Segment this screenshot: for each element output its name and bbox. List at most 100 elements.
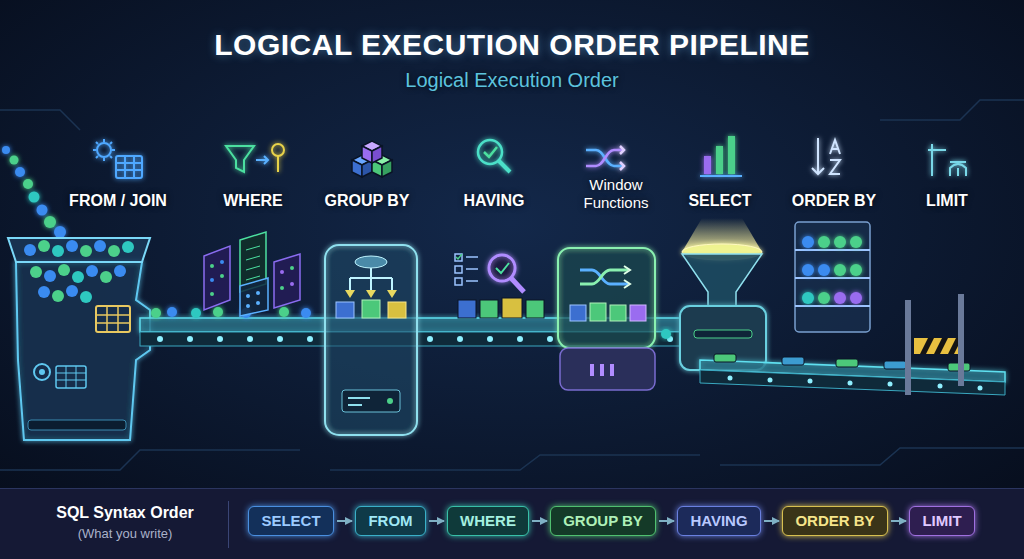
conveyor-rollers-part	[307, 336, 313, 342]
having-cubes	[458, 298, 544, 318]
having-check-part	[455, 266, 462, 273]
group-by-machine-part	[350, 268, 392, 290]
filter-dots-part	[220, 260, 224, 264]
hopper-balls-part	[94, 240, 106, 252]
select-funnel-part	[680, 306, 766, 370]
output-conveyor-part-part	[728, 376, 733, 381]
step-label: LIMIT	[922, 507, 962, 534]
window-machine-part	[624, 266, 630, 288]
window-machine-part	[590, 303, 606, 321]
group-icon-part	[352, 160, 362, 177]
conveyor-rollers-part	[187, 336, 193, 342]
select-funnel-part	[682, 254, 762, 306]
filter-dots	[210, 246, 294, 308]
having-cubes-part	[480, 300, 498, 318]
window-icon-part	[586, 150, 624, 166]
conveyor-balls	[151, 307, 311, 318]
output-conveyor-part	[728, 376, 983, 391]
where-filters-part	[204, 246, 230, 310]
label-wrap: SELECT	[670, 191, 770, 211]
group-by-machine-part	[388, 302, 406, 318]
window-icon-part	[620, 146, 624, 170]
hopper-balls-part	[38, 240, 50, 252]
hopper-balls-part	[108, 245, 120, 257]
stage-label: LIMIT	[902, 191, 992, 211]
where-icon-part	[256, 156, 268, 164]
order-shelf-part-part	[802, 292, 814, 304]
title-wrap: LOGICAL EXECUTION ORDER PIPELINE	[0, 28, 1024, 62]
output-conveyor-part-part	[978, 386, 983, 391]
data-stream-part	[15, 167, 25, 177]
filter-dots-part	[246, 246, 260, 280]
data-stream-part	[29, 192, 40, 203]
output-conveyor-part-part	[938, 384, 943, 389]
order-icon-part	[812, 138, 824, 174]
output-conveyor-part-part	[848, 381, 853, 386]
filter-dots-part	[210, 264, 214, 268]
filter-dots-part	[246, 294, 250, 298]
group-by-machine-part	[348, 398, 370, 405]
hopper-balls-part	[100, 271, 112, 283]
filter-dots-part	[256, 301, 260, 305]
from-hopper-part	[96, 306, 130, 332]
from-hopper-part	[34, 364, 50, 380]
order-icon-part	[830, 140, 840, 154]
having-check-part	[496, 263, 509, 273]
filter-dots-part	[220, 274, 224, 278]
step-label: HAVING	[690, 507, 748, 534]
circuit-traces-part	[720, 448, 1024, 465]
step-label: SELECT	[261, 507, 321, 534]
conveyor-balls-part	[213, 307, 223, 317]
conveyor-rollers-part	[157, 336, 163, 342]
where-icon-part	[272, 144, 284, 156]
from-icon-part	[116, 156, 142, 178]
group-icon-part	[382, 160, 392, 177]
hopper-balls-part	[122, 241, 134, 253]
syntax-step: HAVING	[677, 506, 761, 536]
title: LOGICAL EXECUTION ORDER PIPELINE	[0, 28, 1024, 62]
hopper-balls-part	[114, 265, 126, 277]
group-by-machine-part	[387, 398, 393, 404]
having-cubes-part	[526, 300, 544, 318]
data-stream-part	[10, 156, 19, 165]
stage-label: FROM / JOIN	[48, 191, 188, 211]
hopper-balls-part	[72, 271, 84, 283]
step-label: FROM	[368, 507, 413, 534]
where-filters	[204, 232, 300, 316]
select-icon-part	[700, 175, 742, 177]
window-machine-part	[630, 305, 646, 321]
order-shelf	[795, 222, 870, 332]
data-stream-part	[2, 146, 10, 154]
conveyor-rollers-part	[217, 336, 223, 342]
syntax-step: WHERE	[447, 506, 529, 536]
order-shelf-part-part	[802, 236, 814, 248]
select-icon	[700, 136, 742, 176]
order-shelf-part-part	[818, 264, 830, 276]
syntax-step: LIMIT	[909, 506, 975, 536]
limit-gate-part	[914, 338, 958, 354]
filter-dots-part	[210, 292, 214, 296]
circuit-traces-part	[0, 110, 80, 130]
order-shelf-part-part	[818, 236, 830, 248]
group-by-machine-part	[325, 245, 417, 435]
label-wrap: GROUP BY	[312, 191, 422, 211]
step-label: GROUP BY	[563, 507, 643, 534]
order-shelf-part-part	[802, 264, 814, 276]
window-machine	[558, 248, 655, 390]
limit-gate-part	[958, 294, 964, 386]
window-machine-part	[600, 364, 604, 376]
stage-label: Window Functions	[570, 176, 662, 212]
from-hopper-part	[56, 366, 86, 388]
step-label: ORDER BY	[795, 507, 875, 534]
hopper-balls-part	[66, 240, 78, 252]
stage-label: HAVING	[439, 191, 549, 211]
stage-label: ORDER BY	[779, 191, 889, 211]
conveyor-rollers-part	[247, 336, 253, 342]
select-icon-part	[704, 156, 711, 174]
result-rows-part	[884, 361, 906, 369]
having-check	[455, 254, 544, 318]
window-machine-part	[590, 364, 594, 376]
panel-note: (What you write)	[20, 525, 230, 543]
